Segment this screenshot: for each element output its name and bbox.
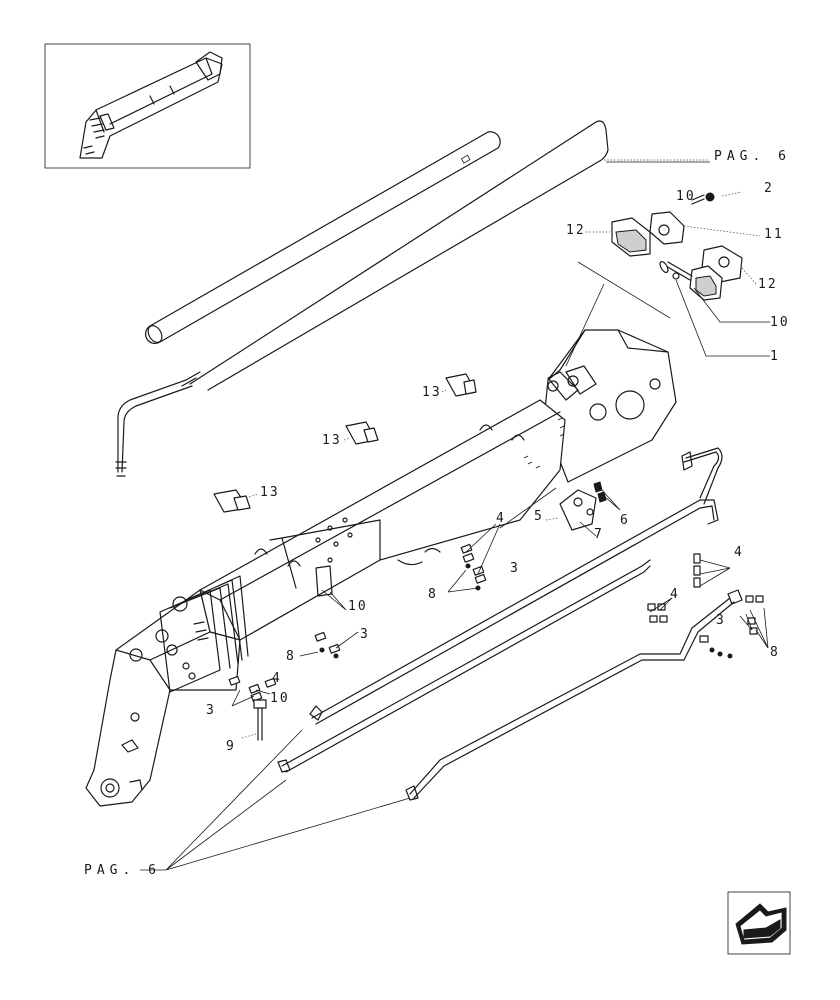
leader-lines (140, 159, 770, 871)
callout-8-c: 8 (770, 645, 780, 660)
callout-4-c: 4 (734, 545, 744, 560)
callout-8-b: 8 (286, 649, 296, 664)
telescopic-boom (85, 329, 677, 807)
tube-part (144, 131, 501, 345)
callout-3-c: 3 (206, 703, 216, 718)
slide-pads-top (611, 211, 743, 301)
bolt-and-washer-parts (659, 192, 715, 281)
machine-overview-thumbnail (44, 43, 251, 169)
callout-10-mid: 10 (770, 315, 790, 330)
callout-3-d: 3 (716, 613, 726, 628)
next-page-arrow-icon[interactable] (727, 891, 791, 955)
callout-1: 1 (770, 349, 780, 364)
callout-4-b: 4 (272, 671, 282, 686)
hydraulic-lines (277, 447, 743, 801)
ref-pag-bottom: PAG. 6 (84, 863, 161, 878)
callout-3-b: 3 (360, 627, 370, 642)
callout-11: 11 (764, 227, 784, 242)
callout-3-a: 3 (510, 561, 520, 576)
callout-13-a: 13 (422, 385, 442, 400)
callout-6: 6 (620, 513, 630, 528)
valve-block (559, 481, 607, 531)
ref-pag-top: PAG. 6 (714, 149, 791, 164)
clamp-plates-13 (213, 373, 477, 513)
callout-7: 7 (594, 527, 604, 542)
callout-5: 5 (534, 509, 544, 524)
hose-loop-top (115, 120, 609, 477)
callout-12-right: 12 (758, 277, 778, 292)
callout-labels: PAG. 6 10 2 12 11 12 10 1 13 13 13 4 5 7… (84, 149, 791, 878)
callout-4-d: 4 (670, 587, 680, 602)
callout-8-a: 8 (428, 587, 438, 602)
callout-10-boom: 10 (348, 599, 368, 614)
clamp-sets (228, 543, 764, 741)
callout-10-top: 10 (676, 189, 696, 204)
callout-13-c: 13 (260, 485, 280, 500)
callout-13-b: 13 (322, 433, 342, 448)
callout-4-a: 4 (496, 511, 506, 526)
callout-10-low: 10 (270, 691, 290, 706)
callout-9: 9 (226, 739, 236, 754)
callout-2: 2 (764, 181, 774, 196)
callout-12-left: 12 (566, 223, 586, 238)
